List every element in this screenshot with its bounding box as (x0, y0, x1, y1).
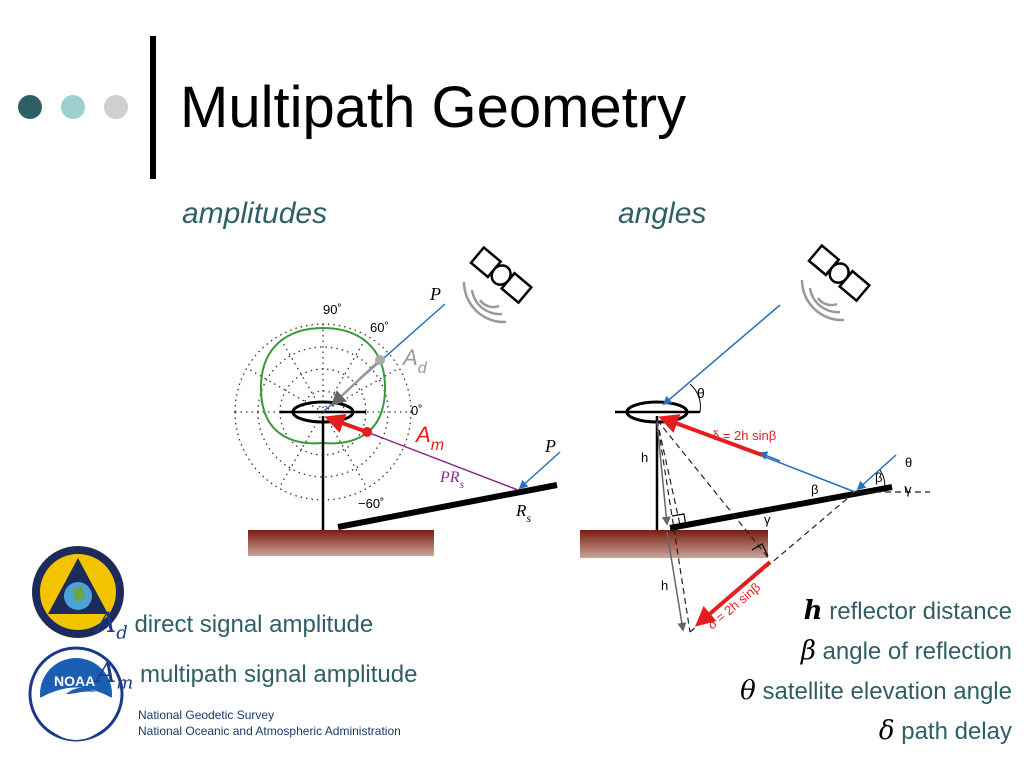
reflector-left (337, 482, 558, 530)
incoming-signal (518, 451, 561, 490)
label-gamma-1: γ (764, 512, 771, 527)
label-rs: Rs (515, 501, 531, 525)
antenna-left (291, 400, 355, 424)
am-vector (324, 413, 368, 434)
bullet-dot-dark (18, 95, 42, 119)
am-point (362, 427, 372, 437)
right-diagram: θ δ = 2h sinβ h h β β θ γ γ δ = 2h sinβ (580, 243, 930, 633)
subhead-amplitudes: amplitudes (182, 197, 328, 230)
label-theta-right: θ (905, 455, 912, 470)
delta-arrow-bottom (694, 560, 772, 627)
incoming-signal-right (856, 454, 897, 491)
ground-right (580, 530, 768, 558)
h-measure-bottom (666, 531, 687, 632)
legend-am-text: multipath signal amplitude (139, 661, 418, 688)
h-measure-top (656, 421, 671, 526)
ground-left (248, 530, 434, 556)
label-angle-0: 0˚ (411, 403, 423, 418)
antenna-gain-pattern (259, 326, 387, 445)
legend-ad: Ad direct signal amplitude (96, 606, 374, 644)
signal-waves-icon (462, 281, 507, 324)
satellite-icon (469, 245, 534, 305)
label-delta-top: δ = 2h sinβ (712, 428, 776, 443)
label-beta-1: β (811, 482, 818, 497)
label-p-incoming: P (544, 436, 556, 456)
label-beta-2: β (875, 470, 882, 485)
label-angle-minus60: −60˚ (358, 496, 384, 511)
bullet-dot-light (61, 95, 85, 119)
ngs-logo (32, 546, 124, 638)
legend-ad-text: direct signal amplitude (134, 611, 374, 638)
label-am: Am (414, 422, 444, 454)
noaa-logo: NOAA (28, 646, 124, 742)
legend-theta: θ satellite elevation angle (740, 676, 1012, 706)
label-prs: PRs (439, 469, 465, 491)
direct-signal-right (662, 304, 781, 406)
title-divider (150, 36, 156, 179)
delta-arrow-top (658, 414, 763, 457)
signal-waves-icon-right (800, 279, 845, 322)
satellite-icon-right (807, 243, 872, 303)
legend-beta: β angle of reflection (800, 636, 1012, 666)
label-angle-90: 90˚ (323, 302, 342, 317)
left-diagram: P 90˚ 60˚ 0˚ −60˚ Ad Am PRs Rs P (234, 245, 561, 556)
label-ad: Ad (401, 345, 428, 377)
subhead-angles: angles (618, 197, 707, 230)
slide-title: Multipath Geometry (180, 75, 687, 140)
legend-delta: δ path delay (878, 716, 1012, 746)
org-ngs: National Geodetic Survey (138, 708, 275, 722)
legend-h: h reflector distance (803, 596, 1012, 626)
label-theta-top: θ (697, 385, 705, 401)
label-gamma-2: γ (905, 482, 912, 497)
multipath-line (366, 431, 519, 491)
label-h-bottom: h (661, 578, 668, 593)
label-h-top: h (641, 450, 648, 465)
svg-text:NOAA: NOAA (54, 673, 95, 689)
construction-lines (656, 419, 930, 633)
ad-point (375, 355, 385, 365)
legend-am: Am multipath signal amplitude (96, 656, 418, 694)
ad-vector (330, 359, 381, 407)
label-p-left: P (429, 284, 441, 304)
reflector-right (669, 484, 893, 531)
label-angle-60: 60˚ (370, 320, 389, 335)
label-delta-bottom: δ = 2h sinβ (704, 580, 763, 633)
org-noaa: National Oceanic and Atmospheric Adminis… (138, 724, 401, 738)
bullet-dot-grey (104, 95, 128, 119)
